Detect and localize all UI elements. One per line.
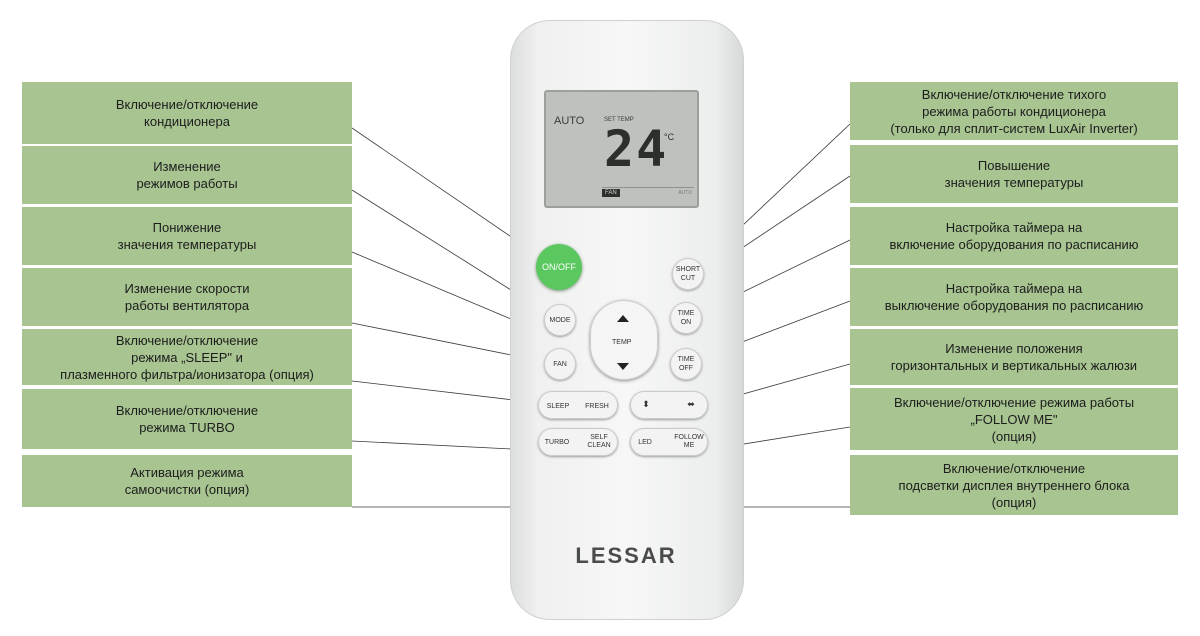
label-short-cut: Включение/отключение тихого режима работ… [850, 82, 1178, 140]
temp-label: TEMP [612, 339, 632, 346]
follow-me-button[interactable]: FOLLOW ME [674, 434, 704, 449]
on-off-button[interactable]: ON/OFF [536, 244, 582, 290]
short-cut-button[interactable]: SHORT CUT [672, 258, 704, 290]
self-clean-button[interactable]: SELF CLEAN [587, 434, 611, 449]
label-temp-down: Понижение значения температуры [22, 207, 352, 265]
lcd-set-temp-label: SET TEMP [604, 117, 634, 123]
label-timer-on: Настройка таймера на включение оборудова… [850, 207, 1178, 265]
lcd-fan-label: FAN [602, 189, 620, 197]
label-temp-up: Повышение значения температуры [850, 145, 1178, 203]
label-louvers: Изменение положения горизонтальных и вер… [850, 329, 1178, 385]
turbo-button[interactable]: TURBO [544, 439, 570, 446]
vertical-swing-icon[interactable]: ⬍ [642, 399, 650, 409]
brand-logo: LESSAR [575, 543, 677, 568]
lcd-temperature: 24 [604, 120, 669, 178]
led-button[interactable]: LED [638, 439, 652, 446]
lcd-unit: °C [664, 132, 675, 142]
time-off-button[interactable]: TIME OFF [670, 348, 702, 380]
label-timer-off: Настройка таймера на выключение оборудов… [850, 268, 1178, 326]
louver-pill [630, 391, 708, 419]
horizontal-swing-icon[interactable]: ⬌ [687, 399, 695, 409]
sleep-button[interactable]: SLEEP [546, 403, 570, 410]
fan-button[interactable]: FAN [544, 348, 576, 380]
label-self-clean: Активация режима самоочистки (опция) [22, 455, 352, 507]
temp-up-arrow-icon[interactable] [617, 315, 629, 322]
turbo-selfclean-pill [538, 428, 618, 456]
temp-down-arrow-icon[interactable] [617, 363, 629, 370]
lcd-mode: AUTO [554, 115, 585, 127]
lcd-display: AUTO SET TEMP 24 °C FAN AUTO [544, 90, 699, 208]
label-led: Включение/отключение подсветки дисплея в… [850, 455, 1178, 515]
sleep-fresh-pill [538, 391, 618, 419]
label-sleep: Включение/отключение режима „SLEEP" и пл… [22, 329, 352, 385]
lcd-fan-bar: FAN AUTO [602, 187, 694, 200]
label-mode: Изменение режимов работы [22, 146, 352, 204]
led-followme-pill [630, 428, 708, 456]
time-on-button[interactable]: TIME ON [670, 302, 702, 334]
label-turbo: Включение/отключение режима TURBO [22, 389, 352, 449]
label-on-off: Включение/отключение кондиционера [22, 82, 352, 144]
mode-button[interactable]: MODE [544, 304, 576, 336]
label-fan-speed: Изменение скорости работы вентилятора [22, 268, 352, 326]
label-follow-me: Включение/отключение режима работы „FOLL… [850, 388, 1178, 450]
fresh-button[interactable]: FRESH [585, 403, 609, 410]
lcd-fan-level: AUTO [678, 190, 692, 196]
